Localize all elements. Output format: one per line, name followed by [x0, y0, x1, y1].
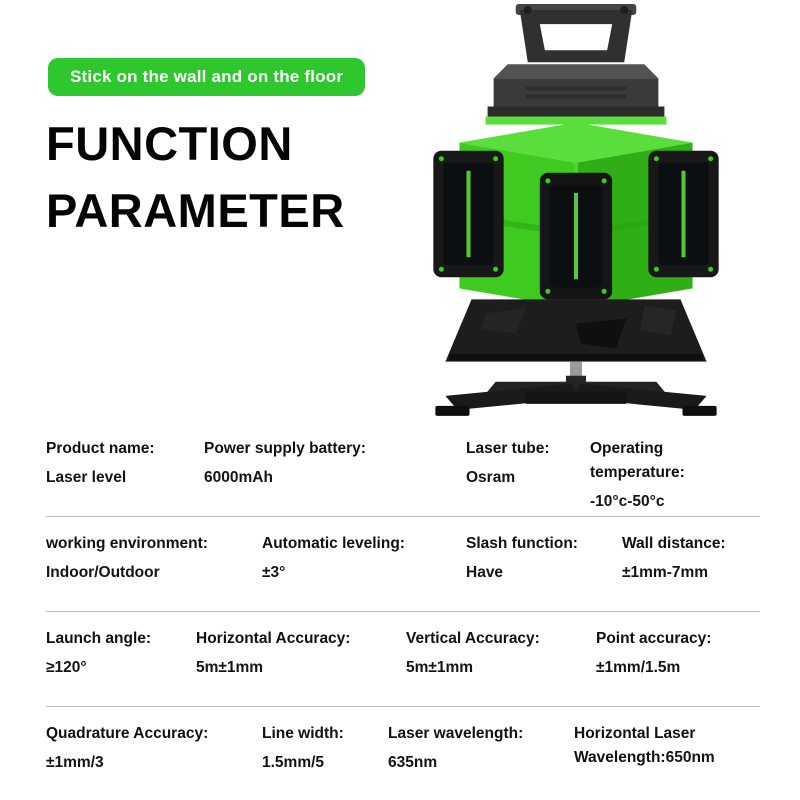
spec-value: Indoor/Outdoor [46, 564, 160, 581]
spec-cell: Launch angle: ≥120° [46, 627, 196, 706]
laser-level-illustration [433, 4, 719, 416]
spec-value: Osram [466, 469, 516, 486]
spec-value: 635nm [388, 754, 438, 771]
device-handle [515, 4, 637, 63]
spec-cell: Quadrature Accuracy: ±1mm/3 [46, 722, 262, 800]
spec-label: Operating temperature: [590, 440, 685, 481]
title-line-2: PARAMETER [46, 184, 345, 237]
spec-label: working environment: [46, 535, 208, 552]
spec-label: Power supply battery: [204, 440, 366, 457]
spec-value: ±1mm/3 [46, 754, 104, 771]
spec-label: Wall distance: [622, 535, 726, 552]
feature-badge: Stick on the wall and on the floor [48, 58, 366, 96]
spec-row: Quadrature Accuracy: ±1mm/3 Line width: … [46, 707, 760, 800]
spec-label: Horizontal Laser Wavelength: [574, 725, 696, 766]
device-laser-pod-center [539, 172, 613, 300]
device-stand [435, 361, 717, 416]
spec-value: 650nm [665, 749, 715, 766]
spec-row: Launch angle: ≥120° Horizontal Accuracy:… [46, 612, 760, 707]
spec-value: 5m±1mm [406, 659, 474, 676]
spec-value: ≥120° [46, 659, 87, 676]
spec-label: Vertical Accuracy: [406, 630, 540, 647]
spec-cell: Point accuracy: ±1mm/1.5m [596, 627, 760, 706]
spec-label: Line width: [262, 725, 344, 742]
spec-value: ±1mm-7mm [622, 564, 709, 581]
spec-cell: Power supply battery: 6000mAh [204, 437, 466, 516]
spec-cell: working environment: Indoor/Outdoor [46, 532, 262, 611]
spec-value: 1.5mm/5 [262, 754, 325, 771]
title-line-1: FUNCTION [46, 117, 293, 170]
spec-cell: Automatic leveling: ±3° [262, 532, 466, 611]
spec-cell: Wall distance: ±1mm-7mm [622, 532, 760, 611]
spec-value: ±1mm/1.5m [596, 659, 681, 676]
spec-label: Automatic leveling: [262, 535, 405, 552]
spec-cell: Product name: Laser level [46, 437, 204, 516]
spec-value: Have [466, 564, 504, 581]
spec-cell: Line width: 1.5mm/5 [262, 722, 388, 800]
spec-label: Product name: [46, 440, 155, 457]
spec-cell: Laser tube: Osram [466, 437, 590, 516]
spec-cell: Operating temperature: -10°c-50°c [590, 437, 760, 516]
device-laser-pod-left [433, 150, 504, 278]
device-base [445, 299, 707, 362]
spec-value: ±3° [262, 564, 286, 581]
spec-label: Laser tube: [466, 440, 550, 457]
device-laser-pod-right [648, 150, 719, 278]
spec-value: -10°c-50°c [590, 493, 665, 510]
spec-value: Laser level [46, 469, 127, 486]
spec-label: Point accuracy: [596, 630, 712, 647]
spec-label: Launch angle: [46, 630, 152, 647]
spec-cell: Vertical Accuracy: 5m±1mm [406, 627, 596, 706]
spec-value: 5m±1mm [196, 659, 264, 676]
feature-badge-label: Stick on the wall and on the floor [70, 67, 344, 86]
page-title: FUNCTION PARAMETER [46, 110, 345, 244]
product-image [368, 2, 784, 434]
spec-cell: Laser wavelength: 635nm [388, 722, 574, 800]
spec-label: Horizontal Accuracy: [196, 630, 351, 647]
spec-cell: Slash function: Have [466, 532, 622, 611]
spec-cell: Horizontal Laser Wavelength:650nm [574, 722, 760, 800]
spec-value: 6000mAh [204, 469, 273, 486]
spec-label: Laser wavelength: [388, 725, 524, 742]
spec-row: Product name: Laser level Power supply b… [46, 422, 760, 517]
spec-row: working environment: Indoor/Outdoor Auto… [46, 517, 760, 612]
device-top-cap [485, 64, 667, 125]
spec-table: Product name: Laser level Power supply b… [40, 422, 760, 800]
spec-label: Quadrature Accuracy: [46, 725, 209, 742]
spec-cell: Horizontal Accuracy: 5m±1mm [196, 627, 406, 706]
spec-label: Slash function: [466, 535, 578, 552]
